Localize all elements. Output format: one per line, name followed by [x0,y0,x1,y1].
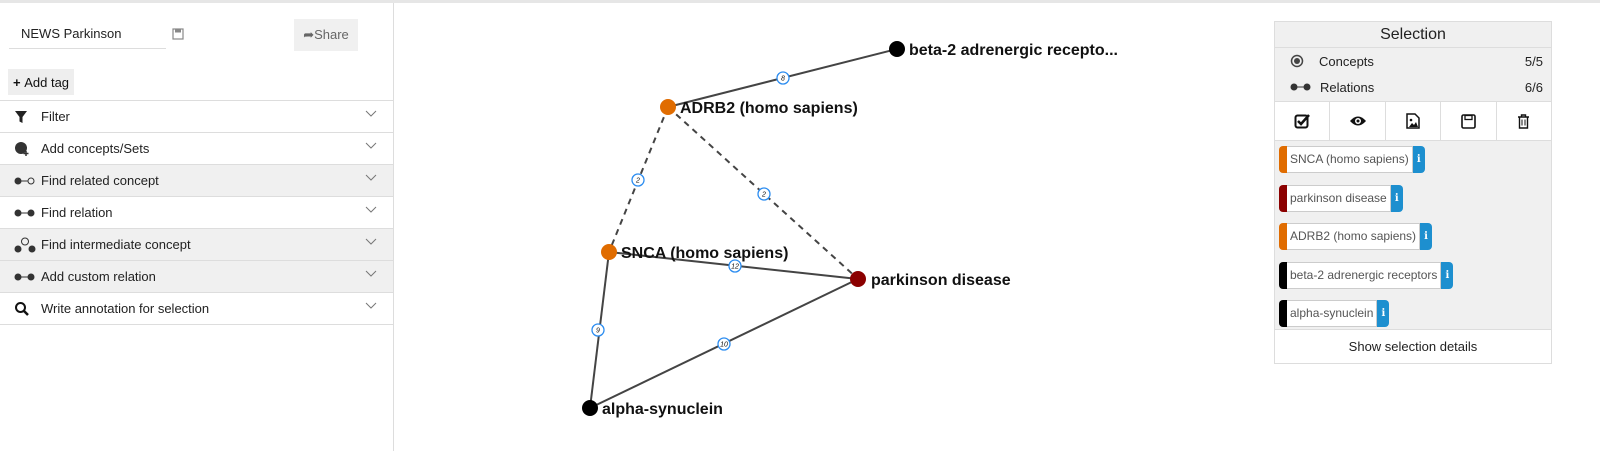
chevron-down-icon [365,174,377,181]
node-label: beta-2 adrenergic recepto... [909,42,1118,59]
edge-count-label: 12 [731,264,739,271]
graph-node[interactable]: parkinson disease [850,271,1011,289]
chevron-down-icon [365,142,377,149]
eye-icon [1349,116,1366,126]
delete-button[interactable] [1497,102,1551,140]
selection-title: Selection [1275,22,1551,48]
export-image-button[interactable] [1386,102,1442,140]
map-title-input[interactable] [9,19,166,49]
accordion-find-related-concept[interactable]: Find related concept [0,165,393,197]
concept-color-bar [1279,261,1287,289]
concept-color-bar [1279,223,1287,250]
edge-count-badge[interactable] [717,337,731,351]
accordion-find-intermediate-concept[interactable]: Find intermediate concept [0,229,393,261]
edge-count-label: 10 [720,342,728,349]
select-all-button[interactable] [1275,102,1331,140]
add-concept-icon [14,141,36,157]
info-icon[interactable]: i [1390,184,1403,212]
selection-toolbar [1275,101,1551,141]
graph-node[interactable]: alpha-synuclein [582,400,723,418]
tool-accordion: Filter Add concepts/Sets Find related co… [0,100,393,325]
relation-icon [14,205,36,221]
edge-count-label: 2 [635,178,640,185]
share-icon: ➦ [303,27,315,42]
edge-count-badge[interactable] [776,71,790,85]
concept-graph[interactable]: 8 2 2 12 9 10 beta-2 adrenergic recepto... AD… [395,3,1265,448]
info-icon[interactable]: i [1377,300,1390,327]
relation-icon [1290,83,1311,91]
node-dot[interactable] [582,400,598,416]
info-icon[interactable]: i [1441,261,1454,289]
relation-icon [14,269,36,285]
edge-count-badge[interactable] [631,173,645,187]
left-panel: ➦Share + Add tag Filter Add concepts/Set… [0,3,394,451]
concept-color-bar [1279,300,1287,327]
save-selection-button[interactable] [1441,102,1497,140]
chevron-down-icon [365,206,377,213]
node-dot[interactable] [660,99,676,115]
chevron-down-icon [365,270,377,277]
info-icon[interactable]: i [1420,223,1433,250]
edge-count-badge[interactable] [728,259,742,273]
node-label: SNCA (homo sapiens) [621,245,788,262]
accordion-add-concepts[interactable]: Add concepts/Sets [0,133,393,165]
chevron-down-icon [365,110,377,117]
search-icon [14,301,36,317]
save-icon[interactable] [172,28,184,40]
share-button[interactable]: ➦Share [294,19,358,51]
accordion-write-annotation[interactable]: Write annotation for selection [0,293,393,325]
accordion-add-custom-relation[interactable]: Add custom relation [0,261,393,293]
node-label: ADRB2 (homo sapiens) [680,100,858,117]
edge-count-badge[interactable] [591,323,605,337]
chevron-down-icon [365,302,377,309]
node-label: parkinson disease [871,272,1011,289]
graph-edge[interactable] [667,106,859,280]
chevron-down-icon [365,238,377,245]
edge-count-label: 8 [781,76,785,83]
accordion-find-relation[interactable]: Find relation [0,197,393,229]
edge-count-label: 2 [761,192,766,199]
node-dot[interactable] [850,271,866,287]
show-selection-details-button[interactable]: Show selection details [1275,329,1551,363]
graph-node[interactable]: SNCA (homo sapiens) [601,244,788,262]
add-tag-button[interactable]: + Add tag [8,69,75,95]
plus-icon: + [13,74,25,90]
filter-icon [14,109,36,125]
accordion-filter[interactable]: Filter [0,101,393,133]
concept-color-bar [1279,184,1287,212]
show-button[interactable] [1330,102,1386,140]
selected-concept-chip[interactable]: SNCA (homo sapiens)i [1279,146,1547,173]
info-icon[interactable]: i [1412,146,1425,173]
graph-node[interactable]: beta-2 adrenergic recepto... [889,41,1118,59]
image-file-icon [1406,113,1420,129]
save-icon [1461,113,1476,129]
edge-count-badge[interactable] [757,187,771,201]
concept-color-bar [1279,146,1287,173]
selected-concept-chip[interactable]: ADRB2 (homo sapiens)i [1279,223,1547,250]
trash-icon [1518,113,1530,129]
checkbox-icon [1294,114,1311,129]
concept-icon [1290,54,1304,68]
node-dot[interactable] [601,244,617,260]
node-dot[interactable] [889,41,905,57]
intermediate-concept-icon [14,237,36,253]
node-label: alpha-synuclein [602,401,723,418]
graph-node[interactable]: ADRB2 (homo sapiens) [660,99,858,117]
related-concept-icon [14,173,36,189]
edge-count-label: 9 [596,328,600,335]
